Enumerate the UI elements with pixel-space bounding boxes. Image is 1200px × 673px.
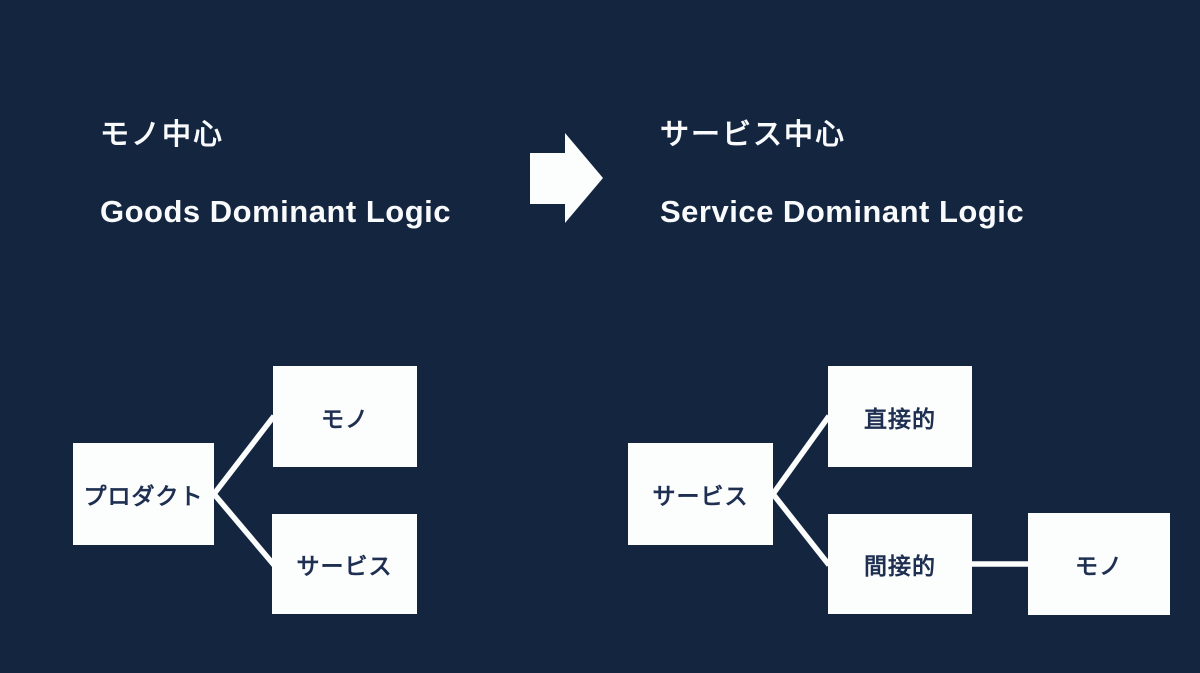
connector-line-service-to-direct xyxy=(770,414,832,496)
node-product: プロダクト xyxy=(73,443,214,545)
left-title-japanese: モノ中心 xyxy=(100,119,225,151)
node-indirect: 間接的 xyxy=(828,514,972,614)
connector-line-service-to-indirect xyxy=(770,492,832,567)
right-section-header: サービス中心 Service Dominant Logic xyxy=(660,119,1025,229)
node-mono-right: モノ xyxy=(1028,513,1170,615)
right-arrow-icon xyxy=(530,133,603,223)
connector-line-product-to-mono xyxy=(211,414,277,496)
node-direct: 直接的 xyxy=(828,366,972,467)
left-title-english: Goods Dominant Logic xyxy=(100,194,451,229)
connector-line-product-to-service xyxy=(211,492,277,567)
node-service-right: サービス xyxy=(628,443,773,545)
left-section-header: モノ中心 Goods Dominant Logic xyxy=(100,119,451,229)
right-title-english: Service Dominant Logic xyxy=(660,194,1025,229)
right-title-japanese: サービス中心 xyxy=(660,119,847,151)
node-service-left: サービス xyxy=(272,514,417,614)
node-mono-left: モノ xyxy=(273,366,417,467)
